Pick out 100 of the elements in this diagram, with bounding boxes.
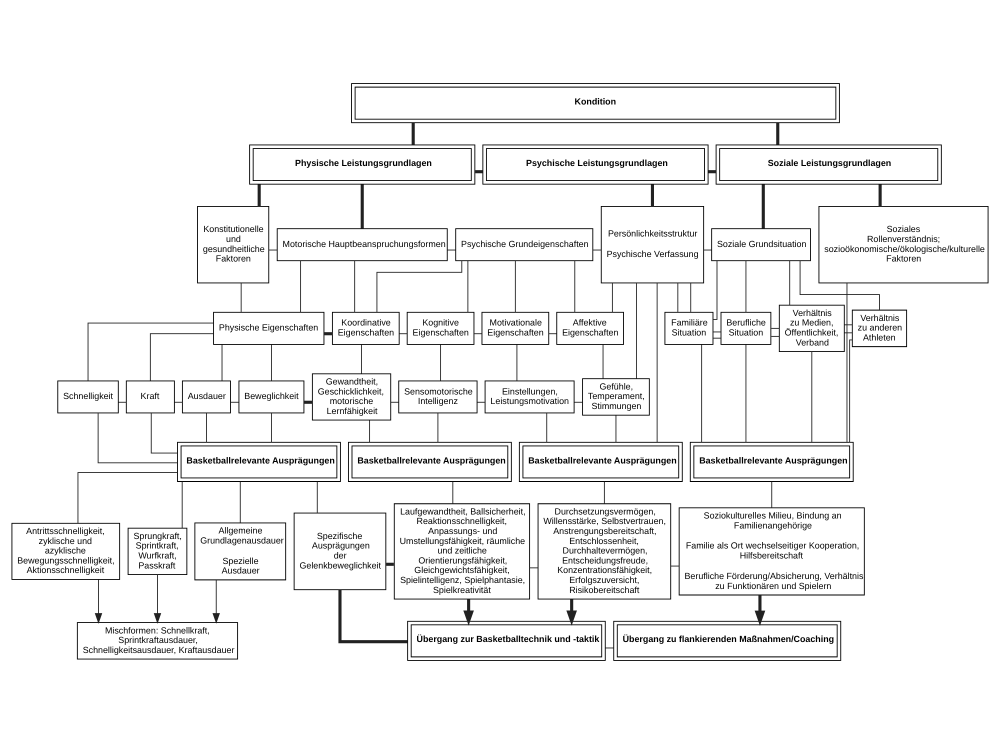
node-box: Konstitutionelle und gesundheitliche Faktoren xyxy=(197,206,270,284)
connector xyxy=(304,400,312,404)
node-box: Kognitive Eigenschaften xyxy=(406,312,474,345)
node-box: Motivationale Eigenschaften xyxy=(482,312,550,345)
node-box: Kraft xyxy=(126,380,175,414)
node-box: Ausdauer xyxy=(182,380,231,414)
connector xyxy=(602,344,604,380)
connector xyxy=(708,170,716,174)
arrow xyxy=(463,599,474,626)
connector xyxy=(677,282,678,312)
node-box: Familiäre Situation xyxy=(664,312,714,345)
connector xyxy=(440,344,442,382)
node-box: Berufliche Situation xyxy=(720,312,772,345)
node-box: Gewandtheit, Geschicklichkeit, motorische Lernfähigkeit xyxy=(312,373,392,421)
connector xyxy=(846,282,848,443)
connector xyxy=(206,412,207,443)
connector xyxy=(811,351,812,442)
connector xyxy=(670,566,680,567)
connector xyxy=(745,344,746,443)
node-box: Soziales Rollenverständnis; sozioökonomische/ökologische/kulturelle Faktoren xyxy=(818,206,989,284)
node-box: Motorische Hauptbeanspruchungsformen xyxy=(276,228,448,262)
connector xyxy=(878,184,882,206)
connector xyxy=(338,590,408,644)
node-box: Verhältnis zu anderen Athleten xyxy=(852,310,908,348)
connector xyxy=(300,260,302,313)
connector xyxy=(656,282,658,443)
node-box: Antrittsschnelligkeit, zyklische und azyklische Bewegungsschnelligkeit, Aktionsschnelligkeit xyxy=(11,522,120,580)
connector xyxy=(650,184,654,206)
connector xyxy=(412,122,415,145)
arrow xyxy=(754,595,766,626)
node-box: Basketballrelevante Ausprägungen xyxy=(690,442,854,482)
connector xyxy=(98,412,178,464)
connector xyxy=(386,562,394,566)
connector xyxy=(529,567,538,568)
connector xyxy=(712,260,718,320)
node-box: Übergang zu flankierenden Maßnahmen/Coaching xyxy=(613,620,842,661)
node-box: Koordinative Eigenschaften xyxy=(332,312,400,345)
node-box: Einstellungen, Leistungsmotivation xyxy=(484,380,575,414)
connector xyxy=(467,260,468,313)
connector xyxy=(78,472,178,524)
node-box: Soziokulturelles Milieu, Bindung an Familienangehörige Familie als Ort wechselseitiger Kooperation, Hilfsbereitschaft Berufliche Förderung/Absicherung, Verhältnis zu Funktionären und Spielern xyxy=(678,507,865,596)
node-box: Verhältnis zu Medien, Öffentlichkeit, Verband xyxy=(778,304,845,352)
connector xyxy=(270,412,272,443)
connector xyxy=(88,322,214,382)
node-box: Übergang zur Basketballtechnik und -taktik xyxy=(407,620,606,661)
connector xyxy=(574,260,576,313)
connector xyxy=(604,481,605,504)
node-box: Affektive Eigenschaften xyxy=(556,312,624,345)
node-box: Soziale Leistungsgrundlagen xyxy=(716,144,942,185)
connector xyxy=(546,412,548,443)
connector xyxy=(452,481,454,504)
node-box: Basketballrelevante Ausprägungen xyxy=(177,442,341,482)
connector xyxy=(770,328,780,329)
connector xyxy=(636,282,637,379)
connector xyxy=(437,412,438,443)
node-box: Physische Eigenschaften xyxy=(213,312,324,345)
node-box: Soziale Grundsituation xyxy=(711,228,811,262)
node-box: Basketballrelevante Ausprägungen xyxy=(348,442,512,482)
connector xyxy=(849,340,852,443)
arrow xyxy=(212,580,220,624)
connector xyxy=(270,344,272,382)
connector xyxy=(745,260,746,313)
connector xyxy=(150,412,178,454)
connector xyxy=(789,260,790,306)
connector xyxy=(369,420,370,443)
connector xyxy=(354,260,356,313)
connector xyxy=(240,282,242,312)
arrow xyxy=(566,599,577,626)
node-box: Sensomotorische Intelligenz xyxy=(398,380,478,414)
node-box: Basketballrelevante Ausprägungen xyxy=(518,442,683,482)
node-box: Kondition xyxy=(351,83,840,124)
arrow xyxy=(154,574,162,624)
connector xyxy=(770,336,780,337)
connector xyxy=(516,344,518,382)
connector xyxy=(844,324,853,326)
connector xyxy=(376,260,462,313)
connector xyxy=(701,344,702,443)
connector xyxy=(800,260,880,310)
node-box: Psychische Leistungsgrundlagen xyxy=(482,144,709,185)
node-box: Laufgewandtheit, Ballsicherheit, Reaktionsschnelligkeit, Anpassungs- und Umstellungsfähigkeit, räumliche und zeitliche Orientierungsfähigkeit, Gleichgewichtsfähigkeit, Spielintelligenz, Spielphantasie, Spielkreativität xyxy=(394,503,530,600)
node-box: Allgemeine Grundlagenausdauer Spezielle Ausdauer xyxy=(194,522,286,580)
connector xyxy=(776,122,780,145)
connector xyxy=(762,184,765,229)
connector xyxy=(361,344,362,374)
node-box: Gefühle, Temperament, Stimmungen xyxy=(582,378,650,416)
node-box: Beweglichkeit xyxy=(238,380,304,414)
connector xyxy=(475,170,483,174)
node-box: Schnelligkeit xyxy=(57,380,119,414)
node-box: Mischformen: Schnellkraft, Sprintkraftausdauer, Schnelligkeitsausdauer, Kraftausdauer xyxy=(76,622,238,660)
connector xyxy=(240,481,241,524)
connector xyxy=(258,184,261,206)
node-box: Persönlichkeitsstruktur Psychische Verfassung xyxy=(600,206,704,284)
connector xyxy=(316,481,318,514)
connector xyxy=(150,333,214,382)
connector xyxy=(712,338,722,339)
connector xyxy=(690,282,692,312)
arrow xyxy=(94,579,102,624)
node-box: Durchsetzungsvermögen, Willensstärke, Selbstvertrauen, Anstrengungsbereitschaft, Entschlossenheit, Durchhaltevermögen, Entscheidungsfreude, Konzentrationsfähigkeit, Erfolgszuversicht, Risikobereitschaft xyxy=(538,503,672,600)
node-box: Physische Leistungsgrundlagen xyxy=(249,144,476,185)
connector xyxy=(182,481,183,529)
